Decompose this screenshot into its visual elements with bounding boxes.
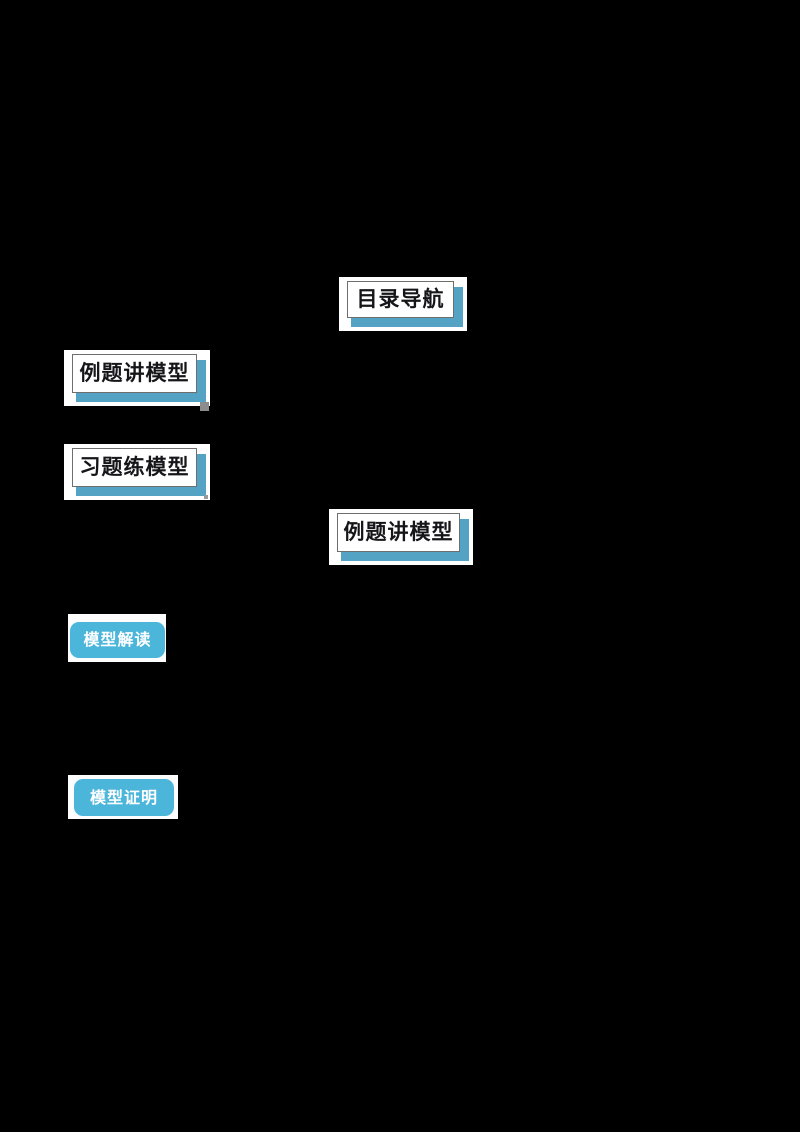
button-shadow-right <box>460 519 469 561</box>
button-catalog-nav[interactable]: 目录导航 <box>339 277 467 331</box>
button-example-explain-model-1[interactable]: 例题讲模型 <box>64 350 210 406</box>
button-label: 模型解读 <box>83 630 152 649</box>
button-shadow-bottom <box>76 487 206 496</box>
button-box: 目录导航 <box>347 281 454 318</box>
button-box: 习题练模型 <box>72 448 197 487</box>
corner-speck <box>200 402 209 411</box>
button-shadow-right <box>197 454 206 496</box>
button-label: 习题练模型 <box>79 455 190 479</box>
button-shadow-bottom <box>76 393 206 402</box>
button-label: 目录导航 <box>356 287 445 311</box>
corner-speck <box>204 495 208 499</box>
button-exercise-practice-model[interactable]: 习题练模型 <box>64 444 210 500</box>
button-model-interpretation[interactable]: 模型解读 <box>70 622 165 658</box>
button-shadow-right <box>197 360 206 402</box>
button-box: 例题讲模型 <box>337 513 460 552</box>
button-shadow-right <box>454 287 463 327</box>
button-label: 例题讲模型 <box>343 520 454 544</box>
button-shadow-bottom <box>351 318 463 327</box>
button-box: 例题讲模型 <box>72 354 197 393</box>
button-label: 模型证明 <box>89 787 158 807</box>
button-example-explain-model-2[interactable]: 例题讲模型 <box>329 509 473 565</box>
button-label: 例题讲模型 <box>79 361 190 385</box>
button-shadow-bottom <box>341 552 469 561</box>
button-model-proof[interactable]: 模型证明 <box>74 779 174 816</box>
